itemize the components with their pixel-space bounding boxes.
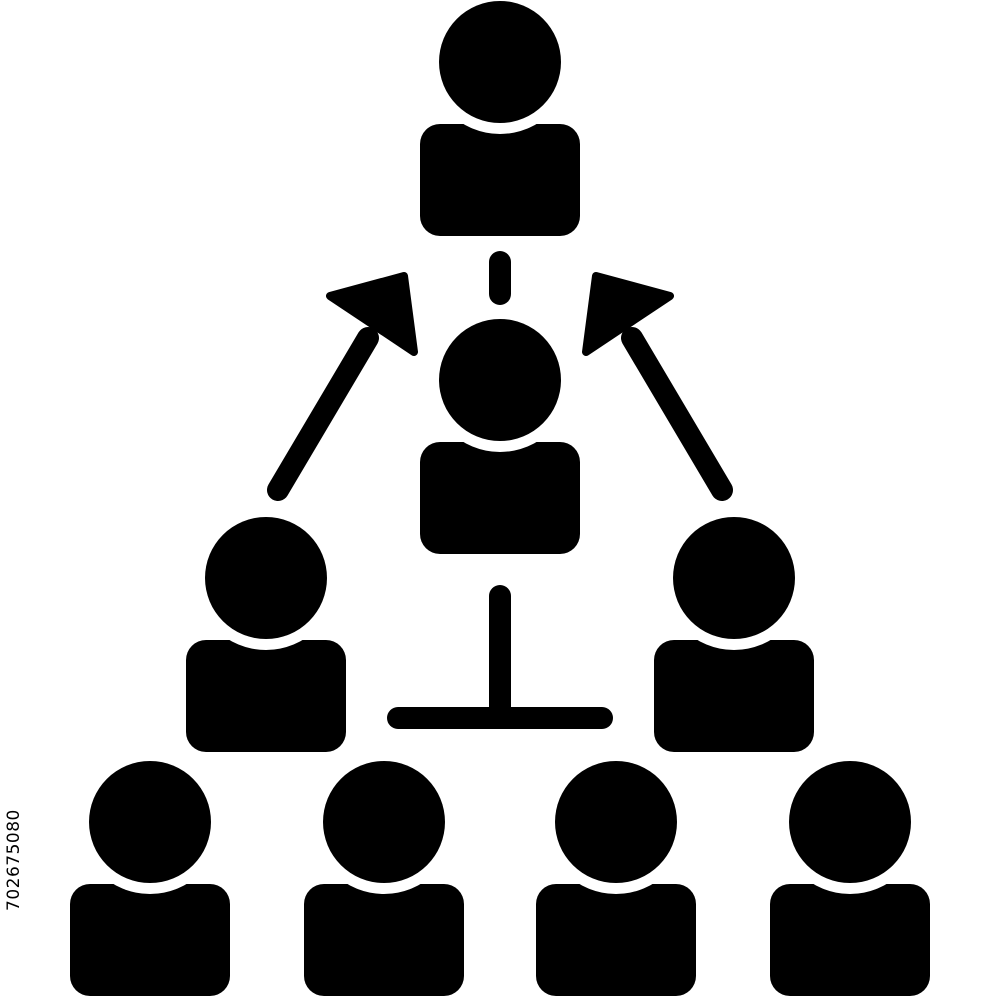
center-person-body (420, 442, 580, 554)
connectors (267, 251, 733, 729)
top-person-body (420, 124, 580, 236)
center-person-head (439, 319, 561, 441)
bottom-person-1-head (89, 761, 211, 883)
stock-id-label: 702675080 (4, 809, 24, 911)
bottom-person-1-body (70, 884, 230, 996)
bottom-person-4-head (789, 761, 911, 883)
mid-left-person-body (186, 640, 346, 752)
bottom-person-2 (304, 750, 464, 996)
center-person (420, 308, 580, 554)
people (70, 0, 930, 996)
right-arrow-head (582, 272, 674, 356)
mid-left-person (186, 506, 346, 752)
bottom-person-2-body (304, 884, 464, 996)
mid-right-person-head (673, 517, 795, 639)
top-person (420, 0, 580, 236)
top-person-head (439, 1, 561, 123)
bottom-person-3 (536, 750, 696, 996)
bottom-person-2-head (323, 761, 445, 883)
mid-right-person-body (654, 640, 814, 752)
bottom-person-3-head (555, 761, 677, 883)
right-arrow-shaft (621, 327, 733, 501)
left-arrow-shaft (267, 327, 379, 501)
left-arrow-head (326, 272, 418, 356)
bottom-person-4-body (770, 884, 930, 996)
mid-left-person-head (205, 517, 327, 639)
bottom-person-1 (70, 750, 230, 996)
bottom-person-3-body (536, 884, 696, 996)
mid-right-person (654, 506, 814, 752)
bottom-person-4 (770, 750, 930, 996)
